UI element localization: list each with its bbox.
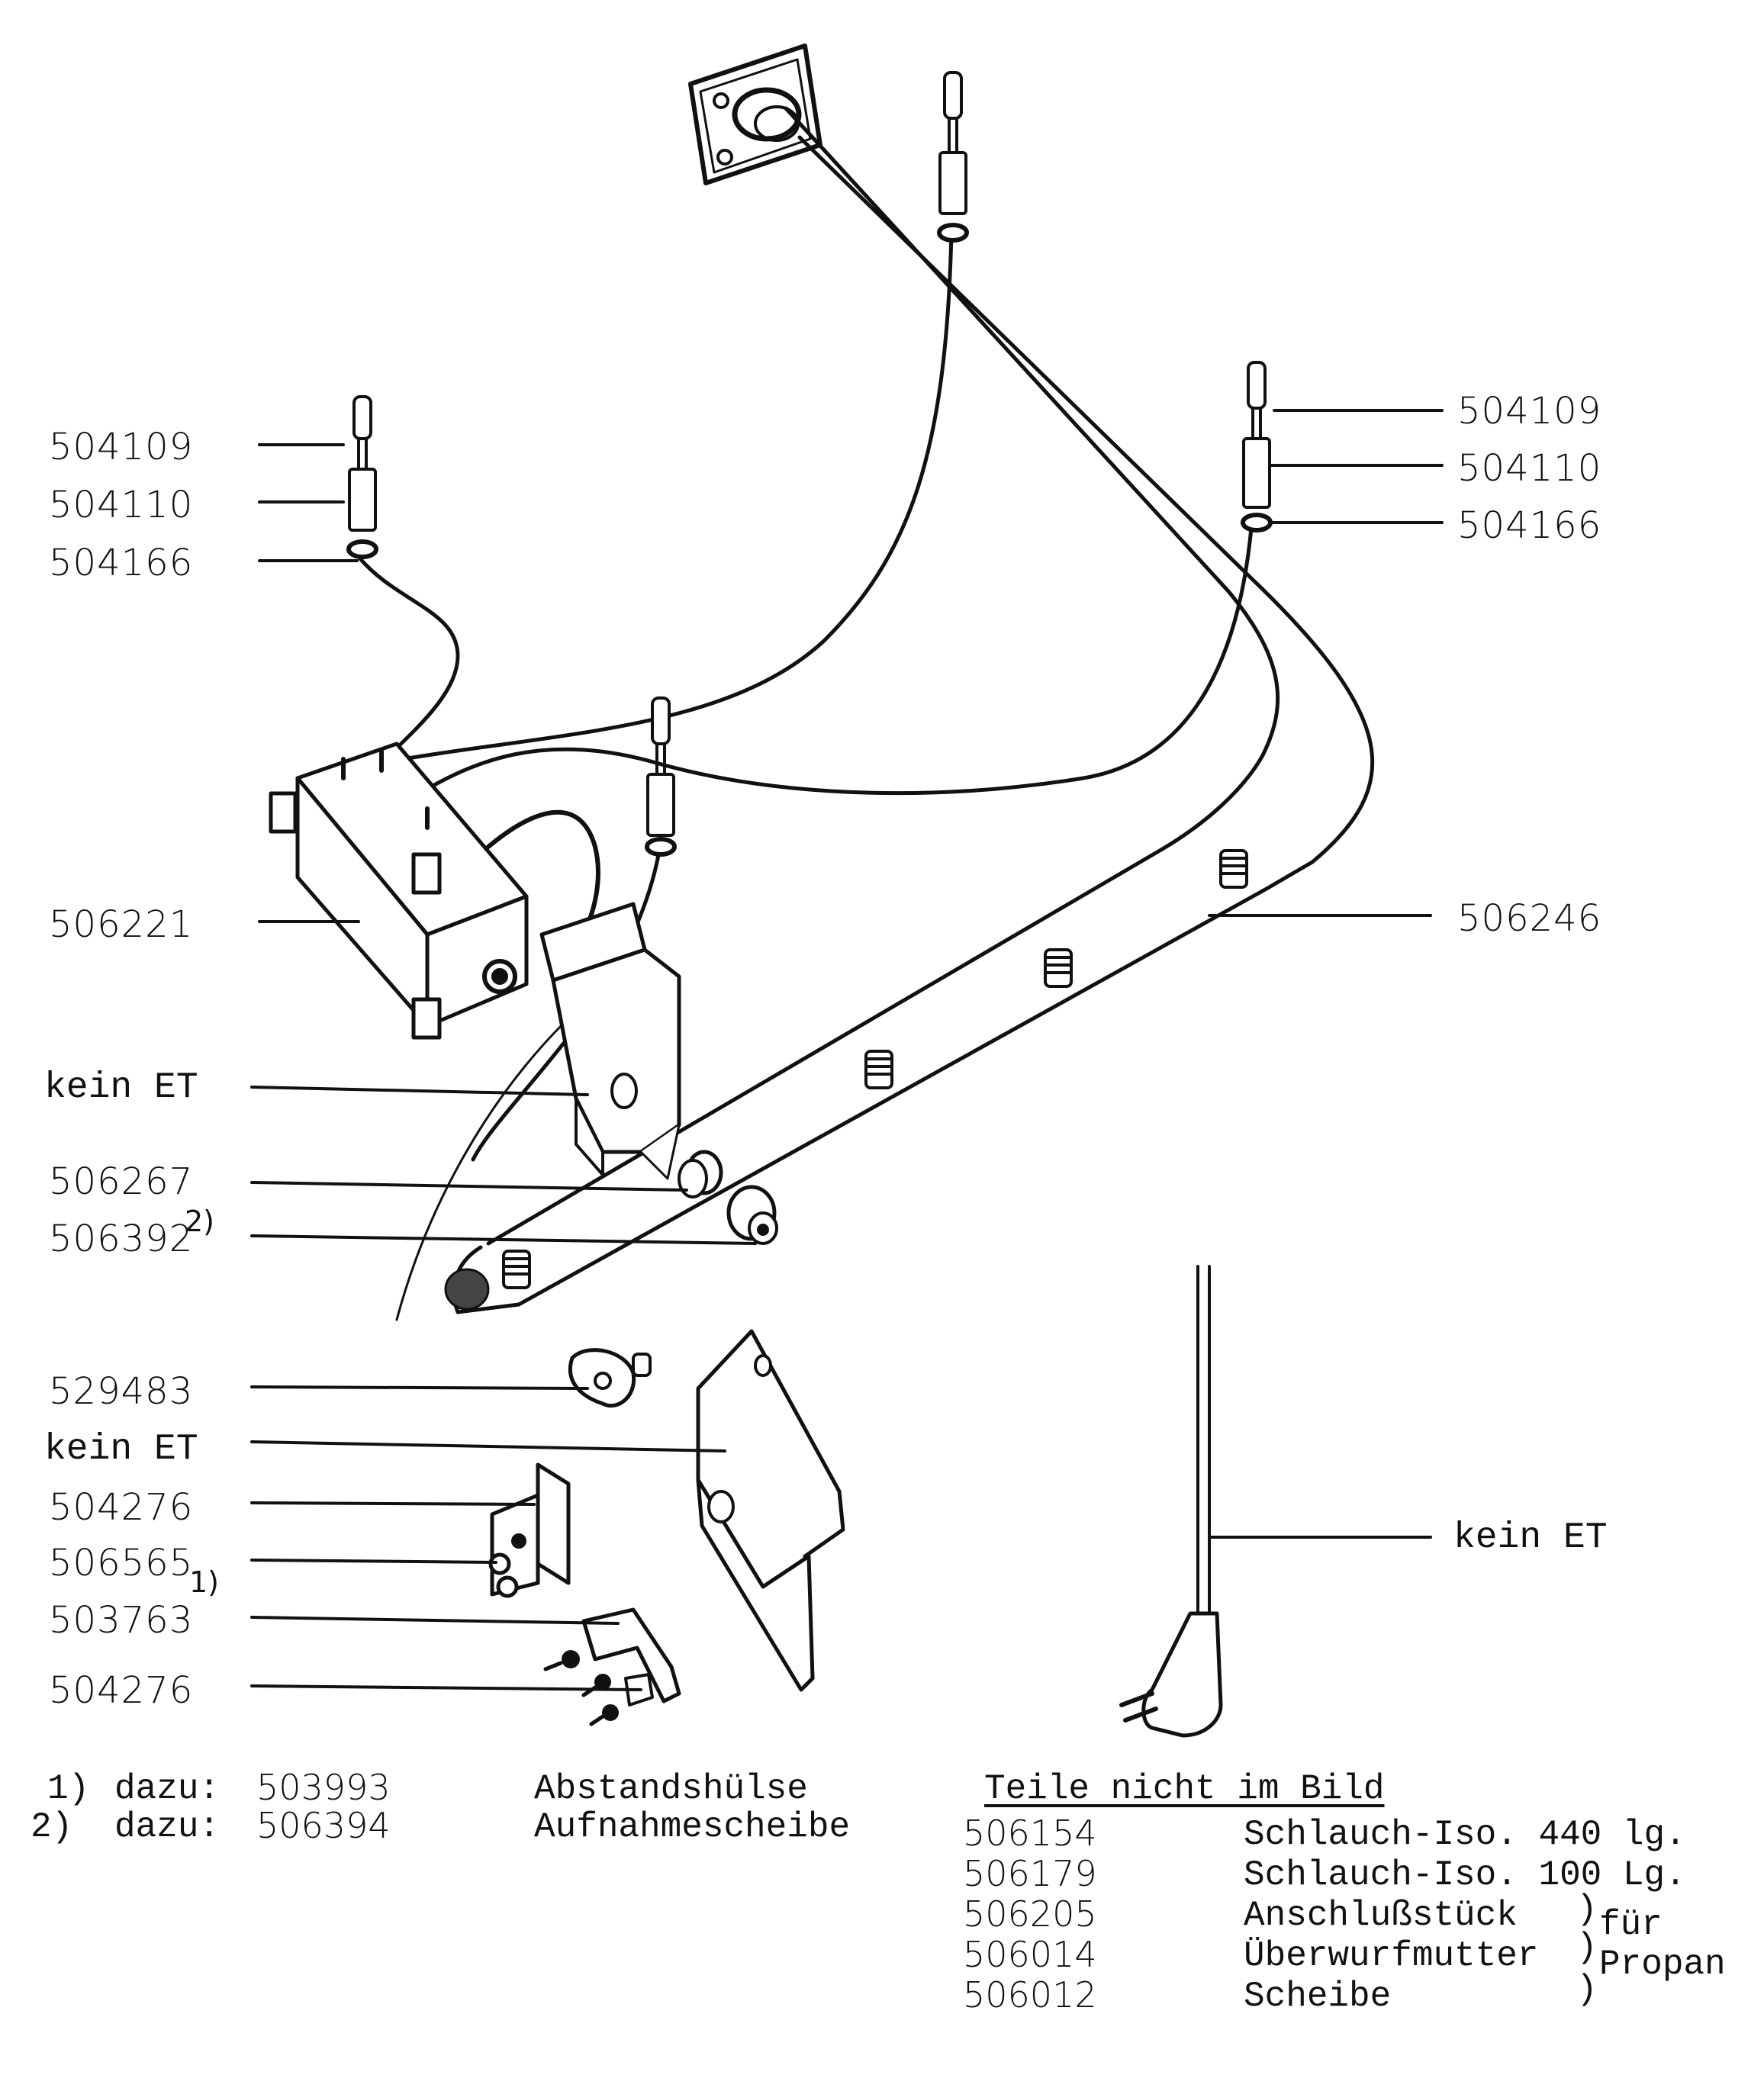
callout-506392-footnote-mark: 2) — [185, 1205, 215, 1238]
callout-506565: 506565 — [49, 1542, 194, 1584]
callout-506392: 506392 — [49, 1218, 194, 1260]
spacer-bushings — [678, 1150, 778, 1245]
probe-right — [1241, 361, 1273, 532]
footnote-1-part: 503993 — [256, 1767, 391, 1808]
callout-529483: 529483 — [49, 1370, 194, 1413]
wall-flange — [688, 43, 822, 185]
parts-row-1-desc: Schlauch-Iso. 440 lg. — [1244, 1815, 1686, 1855]
parts-row-5-desc: Scheibe — [1244, 1977, 1392, 2016]
callout-504109-left: 504109 — [49, 426, 194, 468]
propan-note-line1: für — [1599, 1905, 1663, 1945]
footnote-2-prefix: dazu: — [114, 1807, 220, 1847]
parts-row-1-part: 506154 — [963, 1813, 1097, 1854]
mounting-bracket — [539, 902, 681, 1180]
footnote-2-part: 506394 — [256, 1805, 391, 1846]
parts-row-3-part: 506205 — [963, 1893, 1097, 1935]
callout-504110-right: 504110 — [1457, 447, 1602, 490]
probe-left — [346, 395, 378, 559]
gas-valve-box — [269, 742, 529, 1040]
cover-plate — [696, 1329, 845, 1692]
callout-kein-et-cable: kein ET — [1453, 1517, 1608, 1559]
gas-pipe — [444, 106, 1375, 1314]
propan-note-line2: Propan — [1599, 1945, 1726, 1984]
footnote-2-mark: 2) — [31, 1807, 73, 1847]
parts-row-2-part: 506179 — [963, 1853, 1097, 1894]
callout-504109-right: 504109 — [1457, 390, 1602, 433]
igniter-part — [568, 1348, 652, 1408]
parts-row-5-part: 506012 — [963, 1974, 1097, 2015]
brace-middle: ) — [1576, 1928, 1598, 1967]
footnote-2-desc: Aufnahmescheibe — [534, 1807, 851, 1847]
brace-bottom: ) — [1576, 1970, 1598, 2009]
callout-506267: 506267 — [49, 1160, 194, 1203]
callout-503763: 503763 — [49, 1599, 194, 1642]
parts-row-3-desc: Anschlußstück — [1244, 1896, 1518, 1935]
parts-row-4-part: 506014 — [963, 1934, 1097, 1975]
parts-row-2-desc: Schlauch-Iso. 100 Lg. — [1244, 1855, 1686, 1895]
callout-kein-et-cover: kein ET — [44, 1429, 198, 1470]
brace-top: ) — [1576, 1890, 1598, 1929]
callout-506246: 506246 — [1457, 897, 1602, 940]
parts-not-shown-heading: Teile nicht im Bild — [984, 1769, 1385, 1809]
parts-row-4-desc: Überwurfmutter — [1244, 1936, 1539, 1976]
callout-506221: 506221 — [49, 903, 194, 946]
callout-504166-left: 504166 — [49, 542, 194, 584]
callout-kein-et-bracket: kein ET — [44, 1067, 198, 1108]
micro-switch — [488, 1462, 571, 1598]
callout-504166-right: 504166 — [1457, 504, 1602, 547]
leader-lines — [250, 409, 1444, 1691]
callout-504110-left: 504110 — [49, 484, 194, 526]
callout-504276-a: 504276 — [49, 1486, 194, 1529]
small-bracket — [543, 1607, 681, 1726]
footnote-1-desc: Abstandshülse — [534, 1769, 808, 1809]
footnote-1-prefix: dazu: — [114, 1769, 220, 1809]
thermocouple-cables — [356, 230, 1254, 1321]
probe-center — [645, 696, 677, 857]
callout-504276-b: 504276 — [49, 1669, 194, 1712]
footnote-1-mark: 1) — [47, 1769, 90, 1809]
probe-top — [937, 71, 969, 243]
mains-cable-plug — [1119, 1265, 1223, 1738]
callout-506565-footnote-mark: 1) — [189, 1565, 220, 1599]
